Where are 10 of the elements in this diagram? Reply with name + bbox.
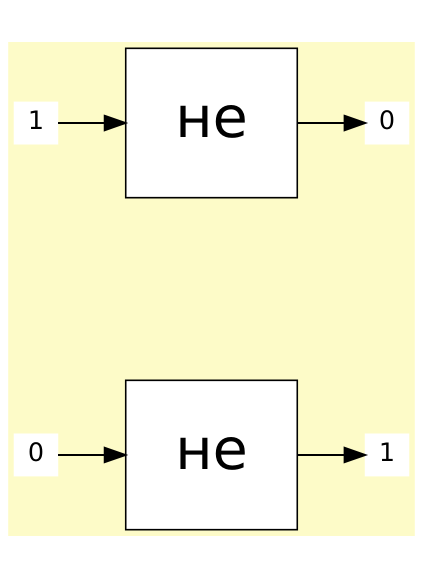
arrow (298, 114, 368, 132)
arrow (58, 446, 128, 464)
node-box: 1 (364, 433, 410, 476)
node-box: не (124, 379, 298, 530)
node-box: 0 (14, 433, 58, 476)
arrow (298, 446, 368, 464)
node-box: не (124, 47, 298, 198)
node-box: 0 (364, 101, 410, 144)
node-box: 1 (14, 101, 58, 144)
arrow (58, 114, 128, 132)
